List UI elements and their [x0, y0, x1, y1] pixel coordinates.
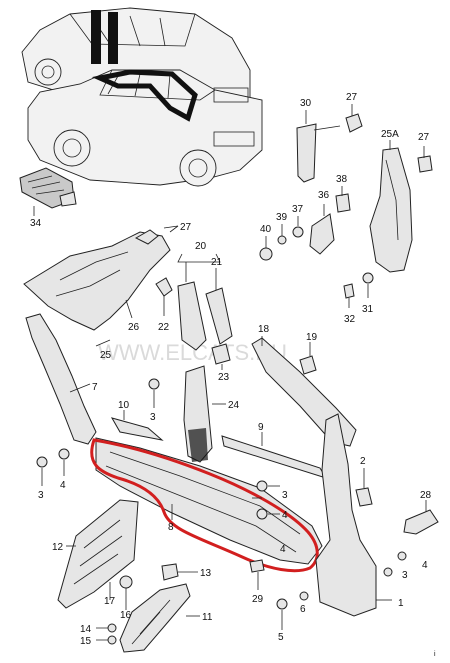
label-10: 10: [118, 400, 130, 411]
label-27-a: 27: [346, 92, 358, 103]
part-37: [292, 216, 304, 238]
part-11: [119, 583, 200, 653]
part-8-sill-panel: [95, 437, 323, 565]
label-15: 15: [80, 636, 92, 647]
part-19: [299, 342, 317, 375]
label-4-c: 4: [422, 560, 428, 571]
part-30: [296, 110, 341, 183]
part-40: [259, 236, 273, 261]
label-3-a: 3: [150, 412, 156, 423]
part-27-clip-b: [417, 146, 433, 173]
label-26: 26: [128, 322, 140, 333]
label-20: 20: [195, 241, 207, 252]
part-24: [183, 365, 226, 463]
part-10: [110, 410, 164, 441]
clip-29: [249, 559, 265, 590]
label-28: 28: [420, 490, 432, 501]
label-40: 40: [260, 224, 272, 235]
label-29: 29: [252, 594, 264, 605]
part-7: [69, 383, 91, 393]
part-13: [161, 563, 198, 581]
part-36: [309, 204, 335, 255]
part-20: [177, 253, 221, 351]
label-3-d: 3: [402, 570, 408, 581]
label-17: 17: [104, 596, 116, 607]
label-3-c: 3: [282, 490, 288, 501]
leader-lines: [33, 206, 262, 499]
part-21: [205, 268, 233, 345]
label-11: 11: [202, 612, 213, 623]
corner-mark: i: [434, 651, 436, 658]
label-6: 6: [300, 604, 306, 615]
label-24: 24: [228, 400, 240, 411]
part-38: [335, 186, 351, 213]
label-21: 21: [211, 257, 223, 268]
part-labels: 34 30 27 25A 27 27 20 21 38 36 37 39 40 …: [30, 92, 436, 658]
bolt-3-center: [256, 480, 280, 520]
highlight-outline: [90, 438, 319, 573]
label-5: 5: [278, 632, 284, 643]
label-3-b: 3: [38, 490, 44, 501]
label-25: 25: [100, 350, 112, 361]
label-7: 7: [92, 382, 98, 393]
label-32: 32: [344, 314, 356, 325]
label-23: 23: [218, 372, 230, 383]
label-1: 1: [398, 598, 404, 609]
part-26: [23, 225, 179, 331]
part-9: [221, 432, 328, 479]
part-28: [403, 500, 439, 535]
part-23: [211, 343, 231, 370]
label-4-d: 4: [280, 544, 286, 555]
label-4-a: 4: [60, 480, 66, 491]
label-14: 14: [80, 624, 92, 635]
part-1-rear-trim: [315, 413, 392, 617]
label-39: 39: [276, 212, 288, 223]
label-30: 30: [300, 98, 312, 109]
part-14-15: [96, 623, 117, 645]
wagon-pillar-marker: [91, 10, 101, 64]
screw-5-6: [276, 591, 309, 630]
label-31: 31: [362, 304, 374, 315]
part-16-17: [109, 575, 133, 610]
part-31: [362, 272, 374, 298]
label-34: 34: [30, 218, 42, 229]
part-12: [57, 499, 139, 609]
part-34: [19, 167, 77, 209]
label-13: 13: [200, 568, 212, 579]
label-25A: 25A: [381, 129, 399, 140]
part-39: [277, 224, 287, 245]
label-8: 8: [168, 522, 174, 533]
screw-3-right: [383, 551, 407, 577]
label-37: 37: [292, 204, 304, 215]
label-38: 38: [336, 174, 348, 185]
part-25: [25, 313, 111, 445]
label-27-b: 27: [418, 132, 430, 143]
label-22: 22: [158, 322, 170, 333]
label-19: 19: [306, 332, 318, 343]
label-9: 9: [258, 422, 264, 433]
part-22: [155, 277, 173, 316]
bolt-3-left: [36, 448, 70, 486]
label-12: 12: [52, 542, 64, 553]
label-18: 18: [258, 324, 270, 335]
label-4-b: 4: [282, 510, 288, 521]
part-27-clip-a: [345, 104, 363, 133]
label-16: 16: [120, 610, 132, 621]
part-25A: [369, 140, 413, 273]
car-illustrations: [21, 7, 263, 187]
part-32: [343, 283, 355, 308]
label-2: 2: [360, 456, 366, 467]
bolt-3-upper: [148, 378, 160, 408]
label-27-c: 27: [180, 222, 192, 233]
label-36: 36: [318, 190, 330, 201]
